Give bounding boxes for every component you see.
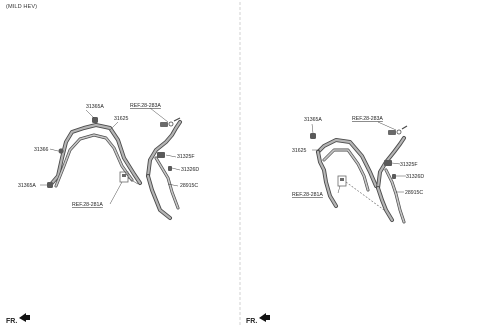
left-fr-label: FR. — [6, 318, 17, 325]
diagram-caption: (MILD HEV) — [6, 4, 38, 10]
left-connector-283a — [160, 117, 181, 127]
label-31625: 31625 — [114, 116, 129, 122]
right-fr-arrow-icon — [259, 313, 270, 322]
left-clip-31365a-bottom — [47, 182, 53, 188]
left-module-281a — [119, 171, 139, 185]
left-bracket-31325f — [157, 152, 165, 158]
right-ref-28-281a-link[interactable]: REF.28-281A — [292, 192, 323, 198]
right-clip-31365a — [310, 133, 316, 139]
left-grommet-31366 — [58, 148, 64, 154]
label-31366: 31366 — [34, 147, 49, 153]
left-panel: 31365A 31625 31366 31365A REF.28-283A 31… — [6, 103, 199, 325]
left-fr-arrow-icon — [19, 313, 30, 322]
left-tube-28915c — [146, 120, 182, 220]
right-leader-lines — [311, 121, 406, 194]
label-31325f: 31325F — [177, 154, 195, 160]
right-label-28915c: 28915C — [405, 190, 423, 196]
label-31365a-top: 31365A — [86, 104, 104, 110]
left-leader-lines — [40, 107, 181, 205]
right-front-indicator: FR. — [246, 313, 270, 325]
right-label-31365a: 31365A — [304, 117, 322, 123]
left-clip-31326d — [168, 166, 172, 171]
ref-28-281a-link[interactable]: REF.28-281A — [72, 202, 103, 208]
right-label-31625: 31625 — [292, 148, 307, 154]
right-panel: 31365A 31625 REF.28-283A 31325F 31326D R… — [246, 116, 424, 325]
right-connector-283a — [388, 125, 408, 135]
ref-28-283a-link[interactable]: REF.28-283A — [130, 103, 161, 109]
right-tube-28915c — [376, 136, 406, 224]
right-label-31325f: 31325F — [400, 162, 418, 168]
right-tube-31625 — [316, 138, 378, 208]
right-bracket-31325f — [384, 160, 392, 166]
right-module-281a — [337, 175, 385, 211]
label-28915c: 28915C — [180, 183, 198, 189]
left-front-indicator: FR. — [6, 313, 30, 325]
label-31326d: 31326D — [181, 167, 199, 173]
label-31365a-bottom: 31365A — [18, 183, 36, 189]
right-clip-31326d — [392, 174, 396, 179]
right-ref-28-283a-link[interactable]: REF.28-283A — [352, 116, 383, 122]
right-fr-label: FR. — [246, 318, 257, 325]
left-tube-31625 — [50, 123, 142, 188]
right-label-31326d: 31326D — [406, 174, 424, 180]
left-clip-31365a-top — [92, 117, 98, 123]
